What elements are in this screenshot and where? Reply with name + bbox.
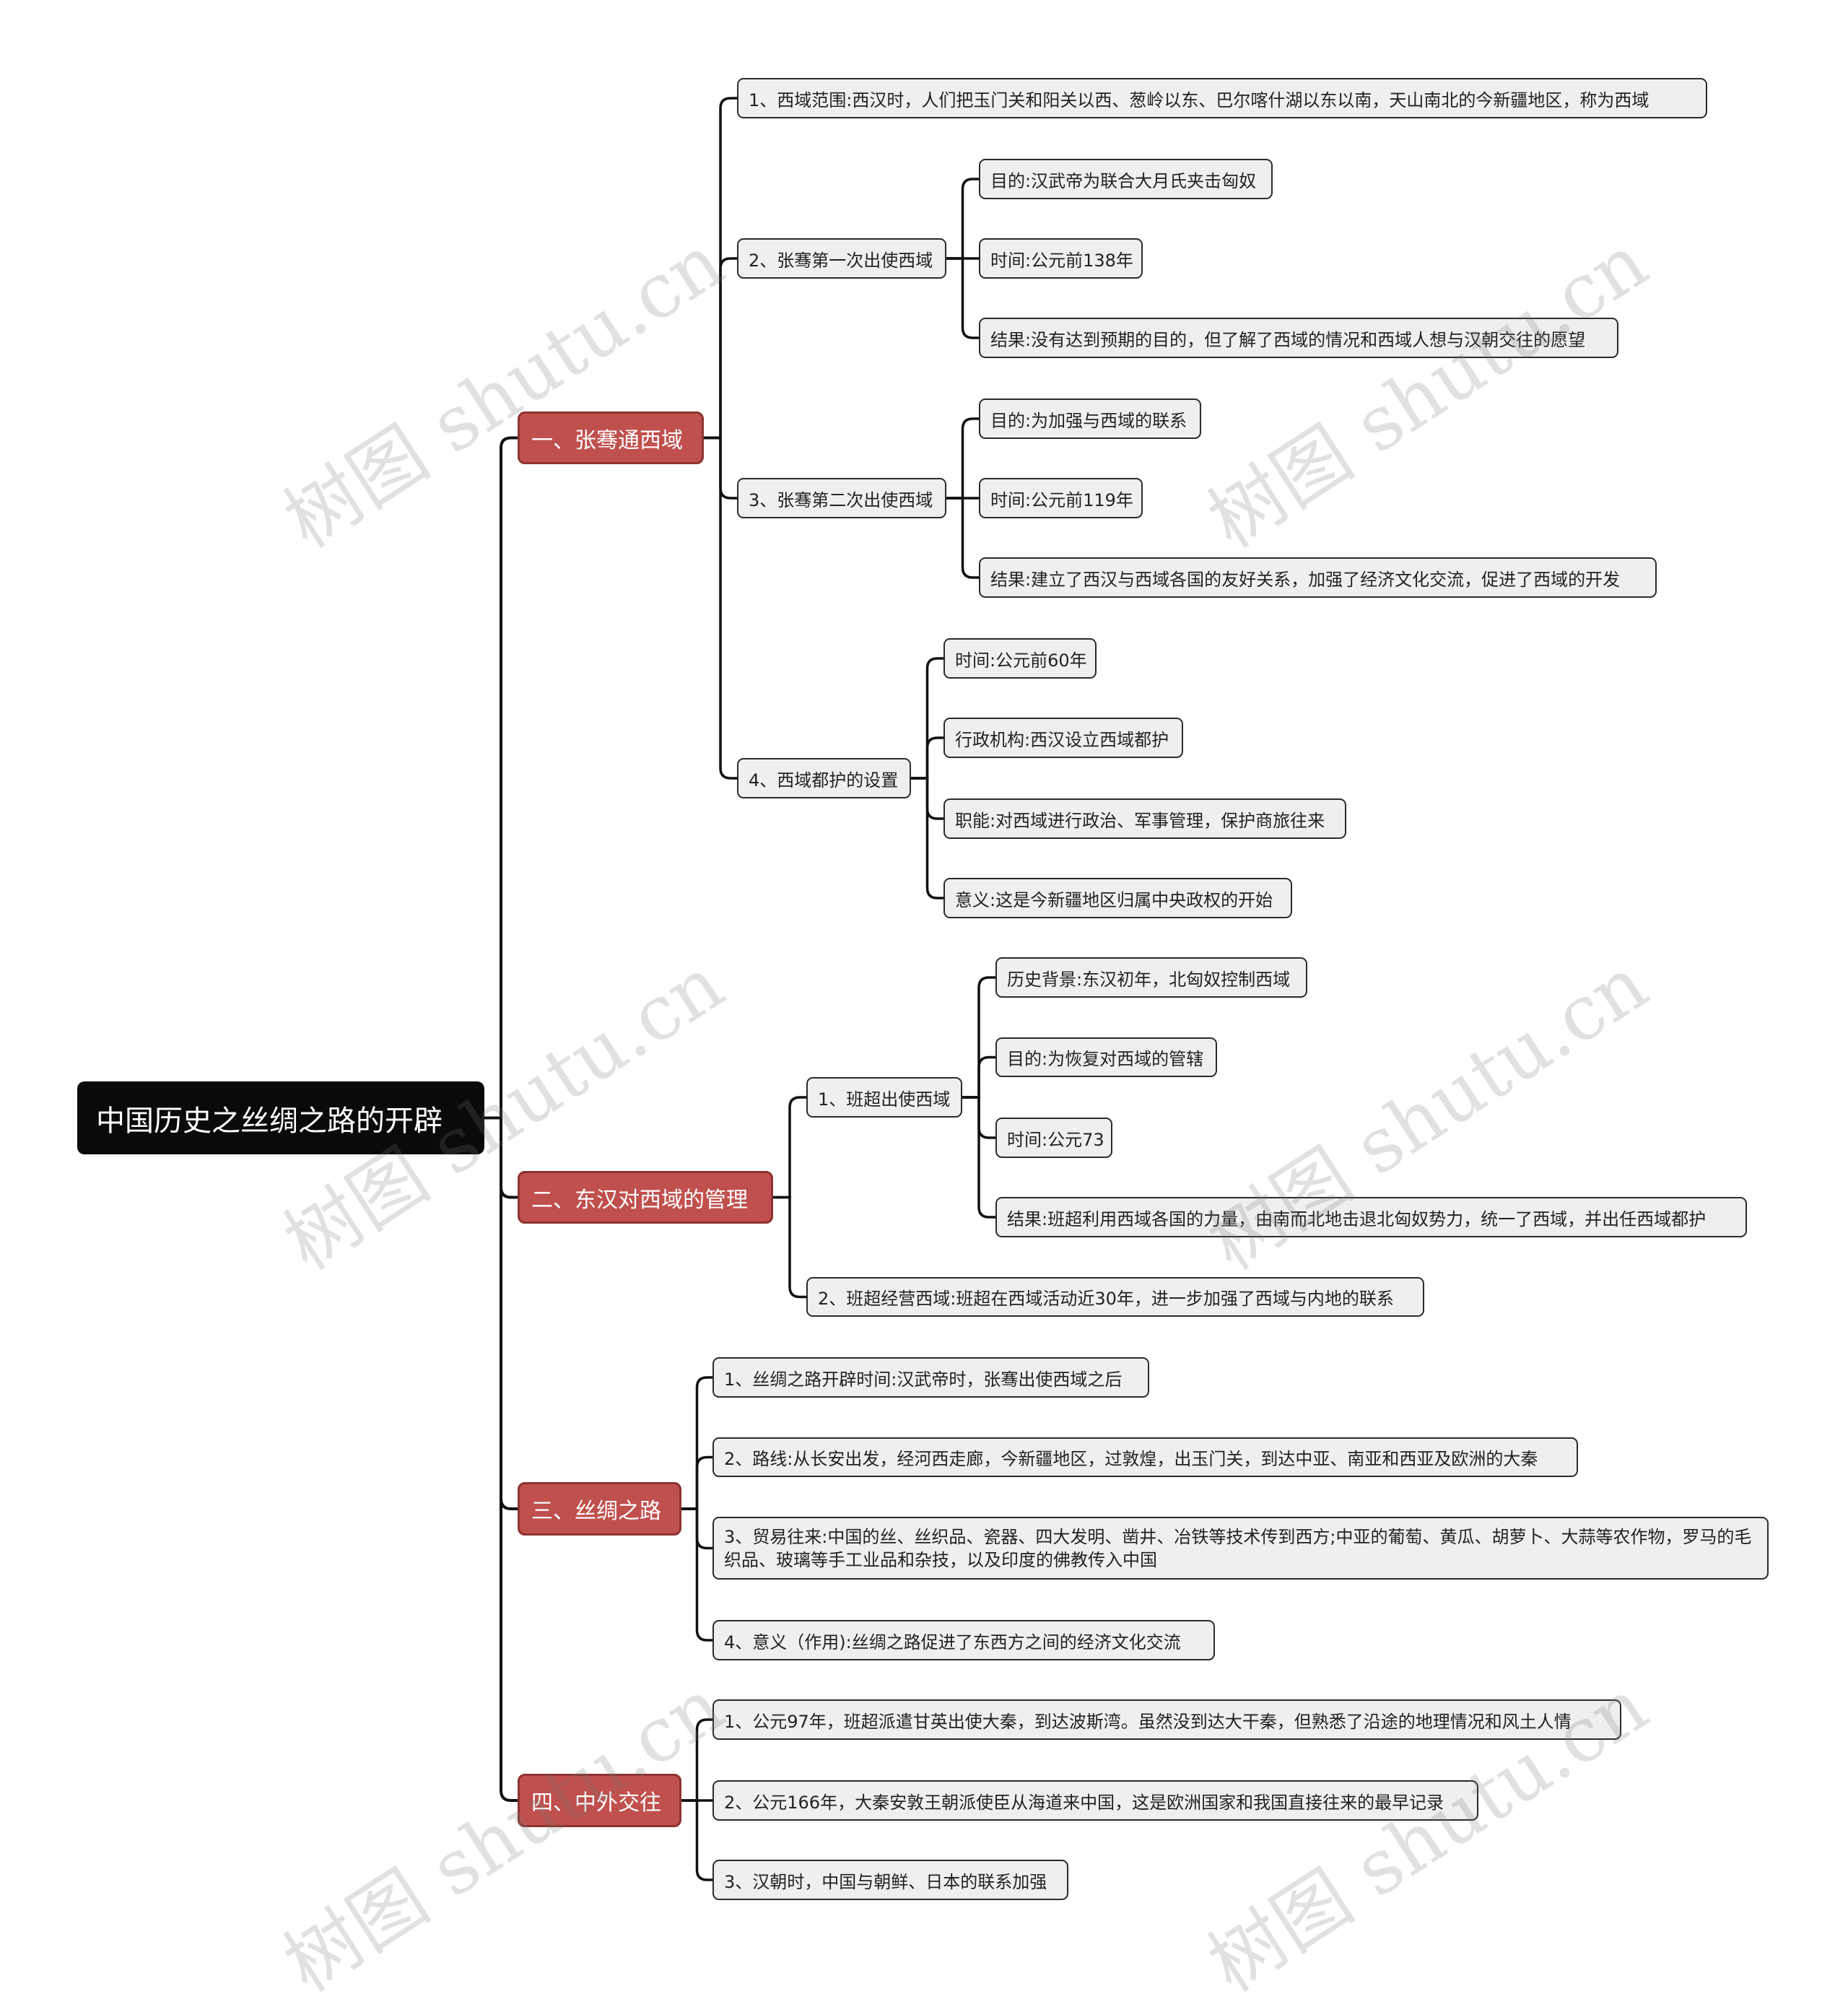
connector-line — [961, 1055, 997, 1099]
connector-line — [961, 1096, 997, 1219]
connector-line — [680, 1455, 714, 1510]
foreign-relation-korea-japan[interactable]: 3、汉朝时，中国与朝鲜、日本的联系加强 — [712, 1860, 1068, 1900]
connector-line — [961, 976, 997, 1099]
ban-chao-purpose[interactable]: 目的:为恢复对西域的管辖 — [995, 1037, 1217, 1077]
connector-line — [702, 257, 738, 440]
connector-line — [680, 1507, 714, 1642]
topic-second-mission[interactable]: 3、张骞第二次出使西域 — [737, 478, 946, 518]
silk-road-significance[interactable]: 4、意义（作用):丝绸之路促进了东西方之间的经济文化交流 — [712, 1620, 1215, 1660]
connector-line — [483, 436, 519, 1120]
first-mission-purpose[interactable]: 目的:汉武帝为联合大月氏夹击匈奴 — [979, 159, 1273, 199]
protectorate-agency[interactable]: 行政机构:西汉设立西域都护 — [943, 718, 1183, 758]
connector-line — [910, 736, 945, 780]
silk-road-trade[interactable]: 3、贸易往来:中国的丝、丝织品、瓷器、四大发明、凿井、冶铁等技术传到西方;中亚的… — [712, 1517, 1769, 1580]
protectorate-time[interactable]: 时间:公元前60年 — [943, 638, 1097, 679]
topic-ban-chao-management[interactable]: 2、班超经营西域:班超在西域活动近30年，进一步加强了西域与内地的联系 — [806, 1277, 1424, 1317]
connector-line — [910, 777, 945, 900]
connector-line — [680, 1718, 714, 1802]
connector-line — [680, 1799, 714, 1881]
topic-protectorate[interactable]: 4、西域都护的设置 — [737, 758, 911, 798]
branch-zhang-qian[interactable]: 一、张骞通西域 — [518, 411, 704, 464]
connector-line — [772, 1196, 808, 1299]
branch-silk-road[interactable]: 三、丝绸之路 — [518, 1482, 681, 1536]
foreign-relation-roman-envoy[interactable]: 2、公元166年，大秦安敦王朝派使臣从海道来中国，这是欧洲国家和我国直接往来的最… — [712, 1780, 1478, 1821]
second-mission-purpose[interactable]: 目的:为加强与西域的联系 — [979, 399, 1201, 439]
silk-road-time[interactable]: 1、丝绸之路开辟时间:汉武帝时，张骞出使西域之后 — [712, 1357, 1149, 1398]
topic-western-regions-scope[interactable]: 1、西域范围:西汉时，人们把玉门关和阳关以西、葱岭以东、巴尔喀什湖以东以南，天山… — [737, 78, 1707, 118]
ban-chao-time[interactable]: 时间:公元73 — [995, 1118, 1112, 1158]
topic-ban-chao-mission[interactable]: 1、班超出使西域 — [806, 1077, 962, 1118]
branch-eastern-han[interactable]: 二、东汉对西域的管理 — [518, 1171, 773, 1224]
protectorate-function[interactable]: 职能:对西域进行政治、军事管理，保护商旅往来 — [943, 798, 1346, 839]
connector-line — [772, 1096, 808, 1199]
connector-line — [702, 436, 738, 780]
connector-line — [680, 1376, 714, 1510]
silk-road-route[interactable]: 2、路线:从长安出发，经河西走廊，今新疆地区，过敦煌，出玉门关，到达中亚、南亚和… — [712, 1437, 1578, 1477]
branch-foreign-relations[interactable]: 四、中外交往 — [518, 1774, 681, 1827]
ban-chao-background[interactable]: 历史背景:东汉初年，北匈奴控制西域 — [995, 957, 1307, 998]
root-topic[interactable]: 中国历史之丝绸之路的开辟 — [77, 1081, 484, 1154]
second-mission-result[interactable]: 结果:建立了西汉与西域各国的友好关系，加强了经济文化交流，促进了西域的开发 — [979, 557, 1657, 598]
connector-line — [483, 1116, 519, 1802]
connector-line — [945, 417, 980, 500]
first-mission-time[interactable]: 时间:公元前138年 — [979, 238, 1143, 279]
foreign-relation-gan-ying[interactable]: 1、公元97年，班超派遣甘英出使大秦，到达波斯湾。虽然没到达大干秦，但熟悉了沿途… — [712, 1699, 1621, 1740]
connector-line — [945, 497, 980, 579]
first-mission-result[interactable]: 结果:没有达到预期的目的，但了解了西域的情况和西域人想与汉朝交往的愿望 — [979, 318, 1618, 358]
connector-line — [945, 257, 980, 339]
ban-chao-result[interactable]: 结果:班超利用西域各国的力量，由南而北地击退北匈奴势力，统一了西域，并出任西域都… — [995, 1197, 1747, 1237]
connector-line — [702, 97, 738, 440]
connector-line — [945, 178, 980, 260]
second-mission-time[interactable]: 时间:公元前119年 — [979, 478, 1143, 518]
topic-first-mission[interactable]: 2、张骞第一次出使西域 — [737, 238, 946, 279]
connector-line — [910, 657, 945, 780]
protectorate-significance[interactable]: 意义:这是今新疆地区归属中央政权的开始 — [943, 878, 1292, 918]
